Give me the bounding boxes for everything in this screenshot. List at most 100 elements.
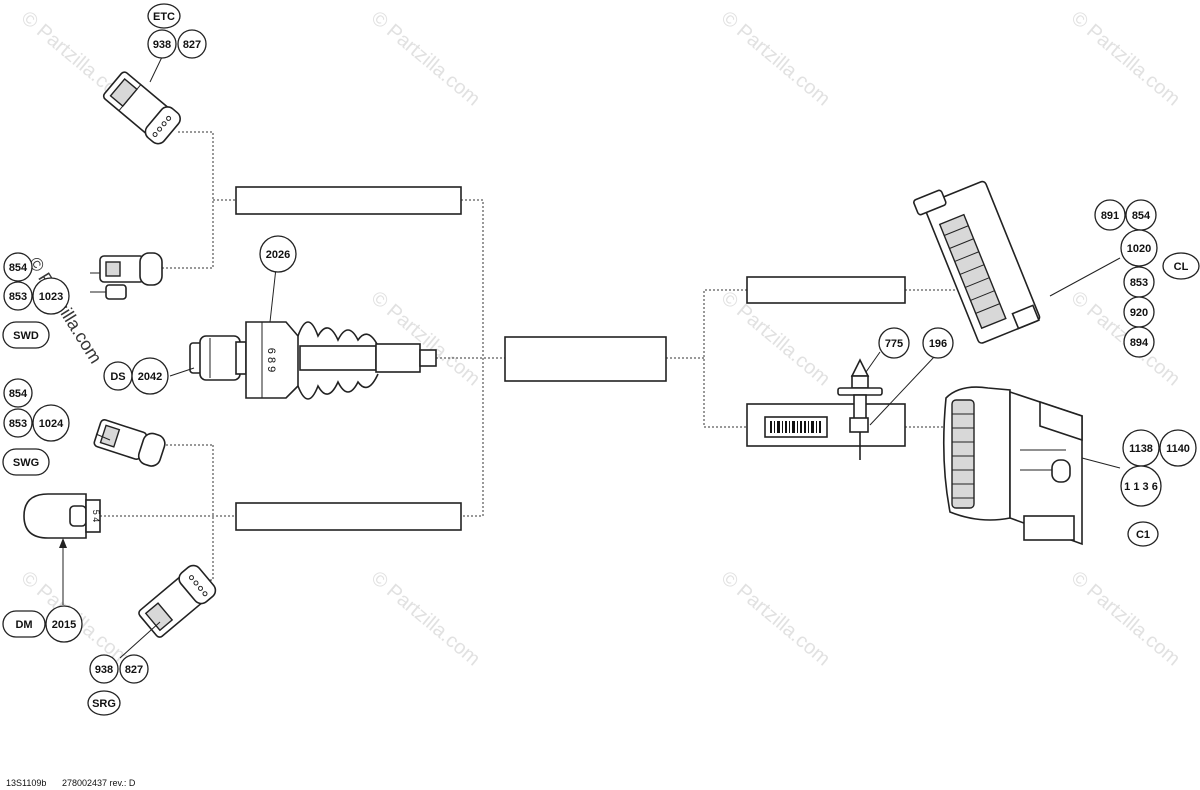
callout-swg-1024 (32, 404, 70, 442)
callout-text: 853 (1130, 277, 1148, 289)
label-boxes (235, 186, 906, 531)
callout-text: DS (110, 371, 125, 383)
callout-swg-853 (3, 408, 33, 438)
callout-swd-854 (3, 252, 33, 282)
callout-srg-827 (119, 654, 149, 684)
callout-text: 854 (9, 388, 28, 400)
callout-text: 938 (95, 664, 113, 676)
callout-text: 891 (1101, 210, 1119, 222)
callout-text: 775 (885, 338, 903, 350)
callout-etc-938 (147, 29, 177, 59)
callout-2015 (45, 605, 83, 643)
callout-text: SWD (13, 330, 39, 342)
callout-text: 920 (1130, 307, 1148, 319)
box-top-left (235, 186, 462, 215)
watermark: © Partzilla.com (367, 567, 484, 670)
c1-leader (1081, 457, 1121, 469)
callout-c1-label (1127, 521, 1159, 547)
wire-right-branch (703, 289, 747, 428)
leader-196 (869, 355, 936, 426)
callout-text: 1023 (39, 291, 63, 303)
sensor-assembly (169, 267, 437, 400)
etc-connector (102, 71, 181, 145)
callout-text: 853 (9, 418, 27, 430)
box-right-top (746, 276, 906, 304)
watermark: © Partzilla.com (717, 567, 834, 670)
callout-cl-1020 (1120, 229, 1158, 267)
callout-text: 854 (9, 262, 28, 274)
callout-swd-1023 (32, 277, 70, 315)
cl-connector (913, 180, 1041, 344)
watermark: © Partzilla.com (717, 7, 834, 110)
leader-2026 (269, 267, 277, 323)
callout-swg-854 (3, 378, 33, 408)
watermark: © Partzilla.com (1067, 7, 1184, 110)
callout-cl-891 (1094, 199, 1126, 231)
callout-text: 938 (153, 39, 171, 51)
callout-text: 2042 (138, 371, 162, 383)
swd-connector (90, 252, 163, 300)
callout-etc-label (147, 3, 181, 29)
callout-text: SWG (13, 457, 39, 469)
callout-text: 854 (1132, 210, 1151, 222)
cl-leader (1049, 257, 1121, 297)
watermark: © Partzilla.com (367, 7, 484, 110)
etc-leader (149, 56, 163, 83)
callout-swd-853 (3, 281, 33, 311)
box-center (504, 336, 667, 382)
callout-text: DM (15, 619, 32, 631)
callouts: ETC 938 827 854 853 1023 SWD DS 2042 202… (2, 3, 1200, 716)
callout-text: 196 (929, 338, 947, 350)
box-bottom-left (235, 502, 462, 531)
callout-srg-label (87, 690, 121, 716)
callout-srg-938 (89, 654, 119, 684)
callout-c1-1136 (1120, 465, 1162, 507)
wire-srg (200, 445, 214, 581)
callout-text: 1140 (1166, 443, 1190, 455)
callout-swd-label (2, 321, 50, 349)
callout-text: ETC (153, 11, 175, 23)
leader-775 (865, 351, 881, 373)
dm-digits: 5 4 (91, 510, 101, 523)
watermark: © Partzilla.com (367, 287, 484, 390)
callout-text: CL (1174, 261, 1189, 273)
callout-text: 2026 (266, 249, 290, 261)
part-revision: 278002437 rev.: D (62, 778, 136, 788)
callout-text: 1 1 3 6 (1124, 481, 1158, 493)
callout-dm-label (2, 610, 46, 638)
callout-2042 (131, 357, 169, 395)
callout-c1-1140 (1159, 429, 1197, 467)
wire-box-top-right (461, 199, 484, 517)
dm-module (23, 493, 101, 605)
callout-text: C1 (1136, 529, 1150, 541)
callout-cl-894 (1123, 326, 1155, 358)
leader-2042 (169, 367, 195, 377)
callout-text: 1020 (1127, 243, 1151, 255)
callout-text: 853 (9, 291, 27, 303)
callout-text: 894 (1130, 337, 1149, 349)
callout-etc-827 (177, 29, 207, 59)
barcode (770, 421, 821, 433)
srg-connector (138, 564, 217, 638)
sensor-digits: 6 8 9 (265, 348, 277, 372)
callout-cl-label (1162, 252, 1200, 280)
figure-id: 13S1109b (6, 778, 46, 788)
callout-text: SRG (92, 698, 116, 710)
callout-text: 2015 (52, 619, 76, 631)
callout-2026 (259, 235, 297, 273)
spark-part (837, 351, 936, 460)
callout-text: 827 (183, 39, 201, 51)
c1-connector (942, 386, 1083, 546)
callout-swg-label (2, 448, 50, 476)
callout-196 (922, 327, 954, 359)
srg-leader (119, 621, 161, 659)
watermark: © Partzilla.com (1067, 567, 1184, 670)
callout-text: 827 (125, 664, 143, 676)
callout-text: 1138 (1129, 443, 1153, 455)
callout-775 (878, 327, 910, 359)
callout-text: 1024 (39, 418, 64, 430)
swg-connector (93, 419, 166, 467)
watermark-overlay: © Partzilla.com (25, 254, 106, 367)
wiring-lines (100, 131, 960, 581)
